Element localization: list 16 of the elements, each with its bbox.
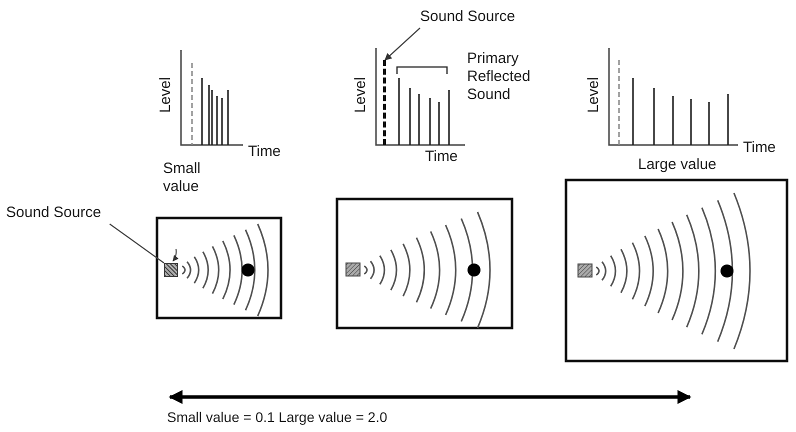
axis-label: Time	[743, 139, 776, 157]
annotation: Primary Reflected Sound	[467, 50, 532, 104]
leader-line	[109, 224, 164, 264]
source-label: Sound Source	[420, 8, 544, 28]
axis-label: Time	[248, 143, 281, 161]
source-label: Sound Source	[6, 204, 128, 224]
axis-label: Level	[584, 77, 603, 113]
chart-caption: Small value	[163, 160, 202, 196]
axis-label: Level	[156, 77, 175, 113]
sound-source-square	[164, 263, 178, 277]
scale-note: Small value = 0.1 Large value = 2.0	[167, 408, 388, 426]
chart-caption: Large value	[638, 156, 716, 174]
arrow	[384, 28, 420, 60]
axis-label: Level	[352, 77, 370, 113]
direct-sound-dashed-line	[383, 60, 386, 145]
axis-label: Time	[425, 148, 458, 166]
